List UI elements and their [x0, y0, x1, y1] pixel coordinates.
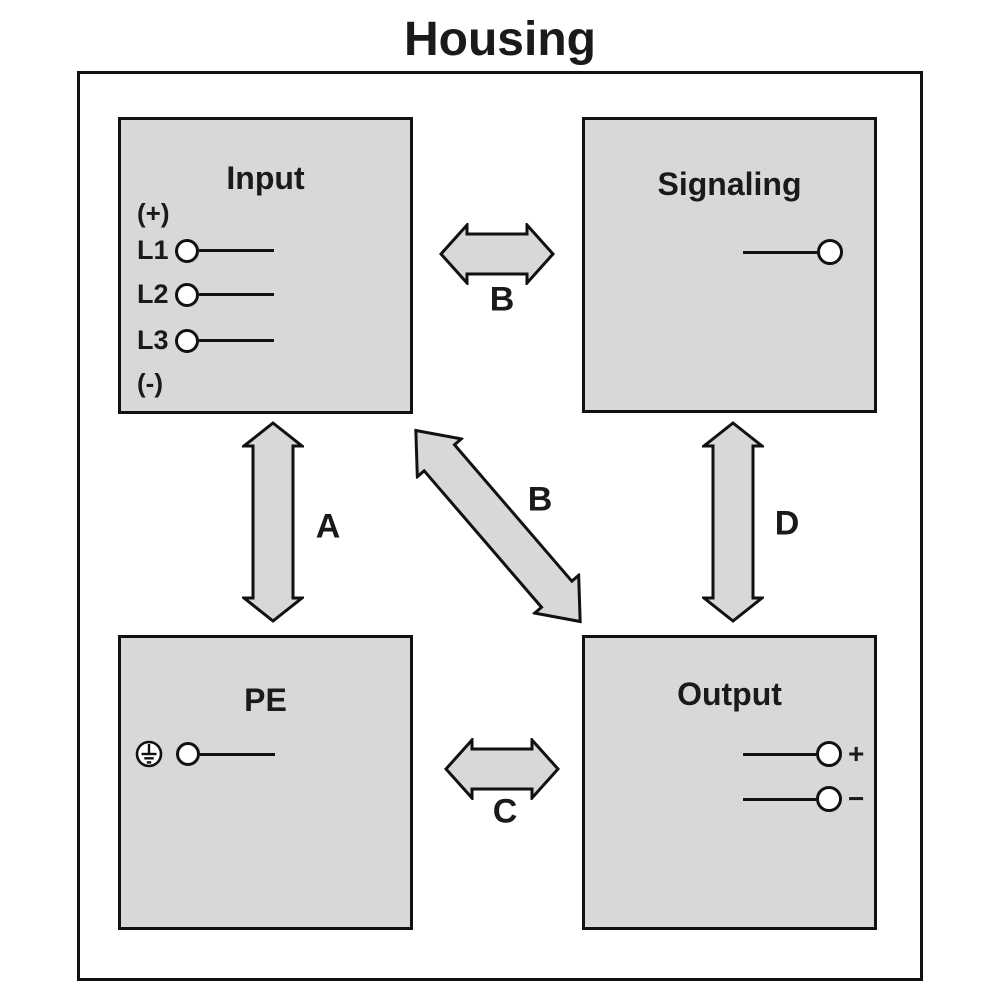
terminal-circle-icon — [816, 786, 842, 812]
output-box-title: Output — [677, 676, 782, 712]
input-plus-label: (+) — [137, 198, 170, 228]
double-arrow-d-icon — [702, 421, 764, 623]
terminal-line — [743, 752, 816, 756]
output-terminal-plus: + — [743, 738, 865, 769]
terminal-label: L1 — [137, 235, 169, 265]
output-terminal-minus: − — [743, 783, 865, 814]
terminal-circle-icon — [175, 282, 199, 307]
terminal-label: L3 — [137, 325, 169, 355]
signaling-box-title: Signaling — [657, 166, 802, 202]
input-box-title: Input — [226, 160, 305, 196]
input-box: Input (+) L1 L2 L3 (-) — [118, 117, 413, 414]
protective-earth-icon — [135, 740, 163, 768]
signaling-box: Signaling — [582, 117, 877, 413]
pe-box-title: PE — [244, 682, 287, 718]
terminal-circle-icon — [176, 742, 200, 766]
terminal-circle-icon — [817, 239, 843, 265]
input-terminal-l3: L3 — [137, 325, 274, 356]
double-arrow-b-diagonal-icon — [391, 409, 605, 644]
output-box: Output + − — [582, 635, 877, 930]
minus-sign-label: − — [848, 783, 865, 814]
terminal-line — [200, 752, 275, 756]
diagram-title: Housing — [404, 13, 596, 66]
terminal-circle-icon — [175, 328, 199, 353]
input-minus-label: (-) — [137, 368, 163, 398]
terminal-line — [743, 797, 816, 801]
arrow-b-top-label: B — [489, 280, 515, 319]
double-arrow-b-top-icon — [439, 223, 555, 285]
pe-terminal — [135, 740, 275, 768]
arrow-a-label: A — [315, 507, 341, 546]
signaling-terminal — [743, 239, 843, 265]
arrow-c-label: C — [492, 792, 518, 831]
terminal-line — [199, 249, 274, 252]
double-arrow-c-icon — [444, 738, 560, 800]
terminal-label: L2 — [137, 279, 169, 309]
arrow-b-diagonal-label: B — [527, 480, 553, 519]
pe-box: PE — [118, 635, 413, 930]
terminal-line — [199, 293, 274, 296]
double-arrow-a-icon — [242, 421, 304, 623]
terminal-circle-icon — [816, 741, 842, 767]
input-terminal-l1: L1 — [137, 235, 274, 266]
arrow-d-label: D — [774, 504, 800, 543]
terminal-line — [199, 339, 274, 342]
terminal-circle-icon — [175, 238, 199, 263]
terminal-line — [743, 250, 817, 254]
input-terminal-l2: L2 — [137, 279, 274, 310]
housing-frame — [77, 71, 923, 981]
plus-sign-label: + — [848, 738, 865, 769]
